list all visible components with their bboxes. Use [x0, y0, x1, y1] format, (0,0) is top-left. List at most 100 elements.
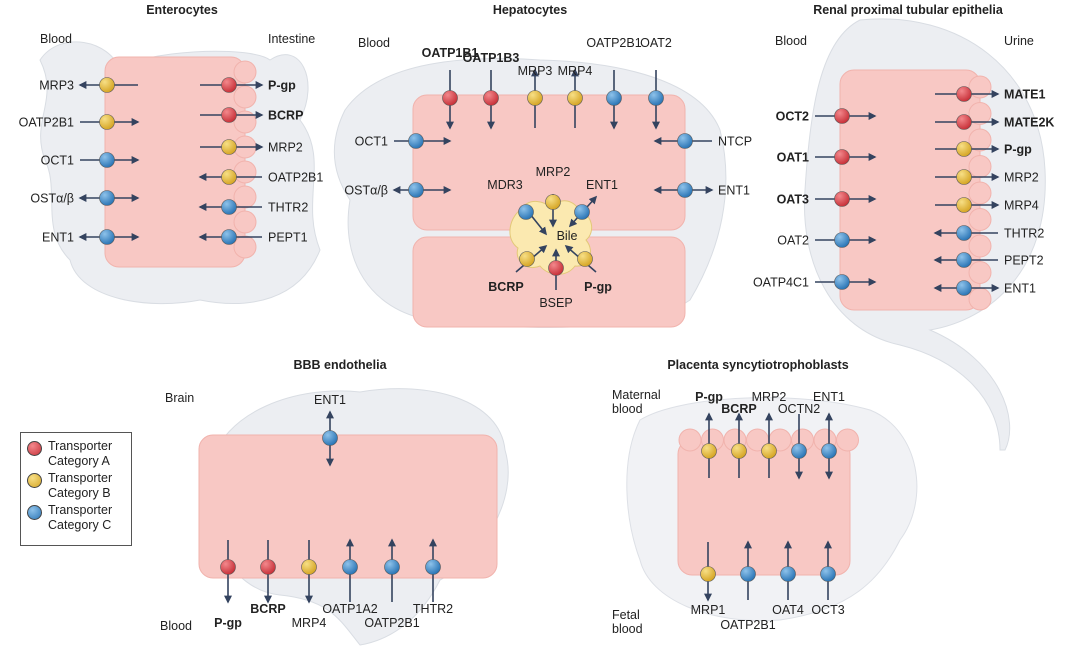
canalicular-5-label: P-gp — [584, 280, 612, 294]
renal-right-4-dot — [956, 197, 972, 213]
hepatocyte-side-0-dot — [408, 133, 424, 149]
microvillus — [233, 185, 257, 209]
hepatocyte-side-2-label: NTCP — [718, 135, 752, 149]
placenta-bottom-0-dot — [700, 566, 716, 582]
enterocyte-left-1-dot — [99, 114, 115, 130]
renal-right-4-label: MRP4 — [1004, 199, 1039, 213]
canalicular-0-arrow — [529, 213, 547, 236]
enterocyte-right-4-dot — [221, 199, 237, 215]
renal-left-1-label: OAT1 — [777, 151, 809, 165]
renal-right-1-label: MATE2K — [1004, 116, 1054, 130]
renal-left-3-label: OAT2 — [777, 234, 809, 248]
hepatocytes-blood-label: Blood — [358, 36, 390, 50]
canalicular-4-dot — [548, 260, 564, 276]
placenta-bottom-1-dot — [740, 566, 756, 582]
enterocyte-left-2-dot — [99, 152, 115, 168]
canalicular-1-label: MRP2 — [536, 165, 571, 179]
enterocyte-right-3-dot — [221, 169, 237, 185]
enterocyte-right-5-dot — [221, 229, 237, 245]
placenta-bottom-0-label: MRP1 — [691, 603, 726, 617]
hepatocyte-top-5-dot — [648, 90, 664, 106]
placenta-fetal-label-2: blood — [612, 622, 643, 636]
renal-right-5-label: THTR2 — [1004, 227, 1044, 241]
renal-left-1-dot — [834, 149, 850, 165]
placenta-bottom-1-label: OATP2B1 — [720, 618, 775, 632]
bile-label: Bile — [557, 229, 578, 243]
category-c-dot-icon — [27, 505, 42, 520]
category-b-dot-icon — [27, 473, 42, 488]
placenta-top-2-dot — [761, 443, 777, 459]
bbb-top-0-dot — [322, 430, 338, 446]
placenta-top-3-label: OCTN2 — [778, 402, 820, 416]
renal-cell — [839, 69, 981, 311]
placenta-fetal-label-1: Fetal — [612, 608, 640, 622]
bbb-bottom-4-dot — [384, 559, 400, 575]
enterocyte-right-4-label: THTR2 — [268, 201, 308, 215]
brush-border — [968, 155, 992, 178]
enterocyte-left-4-dot — [99, 229, 115, 245]
enterocyte-left-3-label: OSTα/β — [30, 192, 74, 206]
bbb-bottom-4-label: OATP2B1 — [364, 616, 419, 630]
canalicular-3-dot — [519, 251, 535, 267]
renal-right-2-dot — [956, 141, 972, 157]
hepatocyte-top-2-label: MRP3 — [518, 64, 553, 78]
renal-left-0-label: OCT2 — [776, 110, 809, 124]
legend-item-category-c: Transporter Category C — [25, 503, 127, 533]
enterocyte-left-3-dot — [99, 190, 115, 206]
microvillus — [233, 210, 257, 234]
renal-blood-label: Blood — [775, 34, 807, 48]
renal-right-7-dot — [956, 280, 972, 296]
placenta-maternal-label-1: Maternal — [612, 388, 661, 402]
brush-border — [968, 128, 992, 152]
renal-right-2-label: P-gp — [1004, 143, 1032, 157]
enterocyte-left-0-dot — [99, 77, 115, 93]
hepatocyte-side-3-dot — [677, 182, 693, 198]
hepatocyte-top-3-label: MRP4 — [558, 64, 593, 78]
renal-left-3-dot — [834, 232, 850, 248]
enterocyte-left-0-label: MRP3 — [39, 79, 74, 93]
renal-right-7-label: ENT1 — [1004, 282, 1036, 296]
placenta-top-1-label: BCRP — [721, 402, 756, 416]
legend-label: Transporter Category A — [48, 439, 113, 468]
placenta-top-2-label: MRP2 — [752, 390, 787, 404]
enterocyte-right-2-dot — [221, 139, 237, 155]
canalicular-3-label: BCRP — [488, 280, 523, 294]
bbb-title: BBB endothelia — [293, 358, 387, 372]
placenta-bottom-3-label: OCT3 — [811, 603, 844, 617]
renal-left-2-dot — [834, 191, 850, 207]
renal-right-6-dot — [956, 252, 972, 268]
microvillus — [233, 85, 257, 109]
hepatocyte-side-1-label: OSTα/β — [344, 184, 388, 198]
hepatocytes-title: Hepatocytes — [493, 3, 567, 17]
enterocyte-right-2-label: MRP2 — [268, 141, 303, 155]
canalicular-1-dot — [545, 194, 561, 210]
renal-left-4-label: OATP4C1 — [753, 276, 809, 290]
microvillus — [233, 110, 257, 134]
brush-border — [968, 234, 992, 258]
transporter-marks — [78, 68, 1000, 604]
brush-border — [968, 75, 992, 99]
brush-border — [968, 181, 992, 205]
enterocyte-left-1-label: OATP2B1 — [19, 116, 74, 130]
enterocytes-title: Enterocytes — [146, 3, 218, 17]
canalicular-2-label: ENT1 — [586, 178, 618, 192]
renal-right-0-dot — [956, 86, 972, 102]
microvillus — [233, 60, 257, 84]
category-a-dot-icon — [27, 441, 42, 456]
enterocyte-right-1-dot — [221, 107, 237, 123]
renal-title: Renal proximal tubular epithelia — [813, 3, 1004, 17]
microvillus — [233, 235, 257, 259]
placenta-bottom-2-label: OAT4 — [772, 603, 804, 617]
canalicular-5-dot — [577, 251, 593, 267]
legend-item-category-a: Transporter Category A — [25, 439, 127, 469]
canalicular-4-label: BSEP — [539, 296, 572, 310]
bbb-top-0-label: ENT1 — [314, 393, 346, 407]
bbb-bottom-5-label: THTR2 — [413, 602, 453, 616]
hepatocyte-side-1-dot — [408, 182, 424, 198]
bbb-cell — [198, 434, 498, 579]
enterocytes-intestine-label: Intestine — [268, 32, 315, 46]
placenta-title: Placenta syncytiotrophoblasts — [667, 358, 848, 372]
bbb-bottom-1-label: BCRP — [250, 602, 285, 616]
enterocyte-left-4-label: ENT1 — [42, 231, 74, 245]
placenta-top-1-dot — [731, 443, 747, 459]
